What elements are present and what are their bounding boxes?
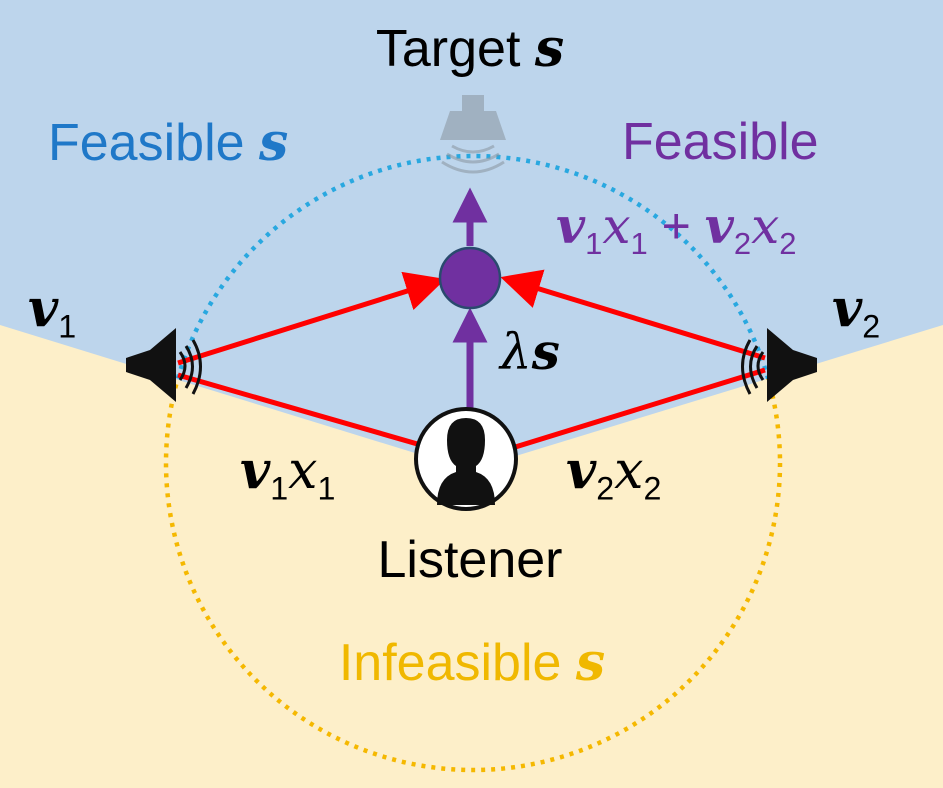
listener-icon xyxy=(414,407,518,511)
lambda-s-label: λs xyxy=(500,322,560,381)
v2x2-v-sub: 2 xyxy=(596,470,615,507)
feasible-s-text: Feasible xyxy=(48,114,245,172)
left-speaker-icon xyxy=(126,328,202,402)
listener-text: Listener xyxy=(377,531,563,589)
v2x2-label: v2x2 xyxy=(566,440,661,507)
feasible-combo-label: Feasible xyxy=(622,112,819,172)
lambda-symbol: λ xyxy=(500,323,532,381)
infeasible-region xyxy=(0,325,943,788)
v1x1-v-sub: 1 xyxy=(270,470,289,507)
v2x2-x-sub: 2 xyxy=(643,470,662,507)
combo-x2: x xyxy=(751,197,780,255)
red-path-right-lower xyxy=(472,367,766,463)
combo-v2-sub: 2 xyxy=(733,225,752,261)
infeasible-s-label: Infeasible s xyxy=(339,632,605,693)
combo-v1: v xyxy=(556,196,586,255)
infeasible-s-symbol: s xyxy=(575,632,606,693)
combo-expression: v1x1 + v2x2 xyxy=(556,196,797,262)
combo-x2-sub: 2 xyxy=(779,225,797,261)
red-arrow-right-upper xyxy=(500,269,766,361)
v2-sub: 2 xyxy=(862,308,881,345)
lambda-s-symbol: s xyxy=(531,322,560,381)
target-speaker-icon xyxy=(440,95,506,174)
feasible-s-symbol: s xyxy=(259,112,289,173)
combined-point xyxy=(438,246,502,310)
combo-x1-sub: 1 xyxy=(630,225,648,261)
feasible-s-label: Feasible s xyxy=(48,112,288,173)
v2-label: v2 xyxy=(832,278,880,345)
target-s-symbol: s xyxy=(534,18,565,79)
right-speaker-icon xyxy=(741,328,817,402)
v1x1-x-sub: 1 xyxy=(317,470,336,507)
v2-symbol: v xyxy=(832,278,863,339)
combo-plus: + xyxy=(661,198,691,254)
v2x2-x: x xyxy=(614,441,644,501)
combo-x1: x xyxy=(602,197,631,255)
target-label-text: Target xyxy=(375,20,521,78)
listener-label: Listener xyxy=(378,530,563,590)
target-label: Target s xyxy=(376,18,564,79)
v1-symbol: v xyxy=(28,278,59,339)
v1x1-x: x xyxy=(288,441,318,501)
feasible-combo-text: Feasible xyxy=(622,113,819,171)
v1-sub: 1 xyxy=(58,308,77,345)
infeasible-s-text: Infeasible xyxy=(338,634,562,692)
v1-label: v1 xyxy=(28,278,76,345)
combo-v1-sub: 1 xyxy=(585,225,603,261)
combo-v2: v xyxy=(704,196,734,255)
infeasible-arc xyxy=(163,325,783,773)
v1x1-label: v1x1 xyxy=(240,440,335,507)
red-arrow-left-upper xyxy=(177,271,446,366)
v2x2-v: v xyxy=(566,440,597,501)
v1x1-v: v xyxy=(240,440,271,501)
